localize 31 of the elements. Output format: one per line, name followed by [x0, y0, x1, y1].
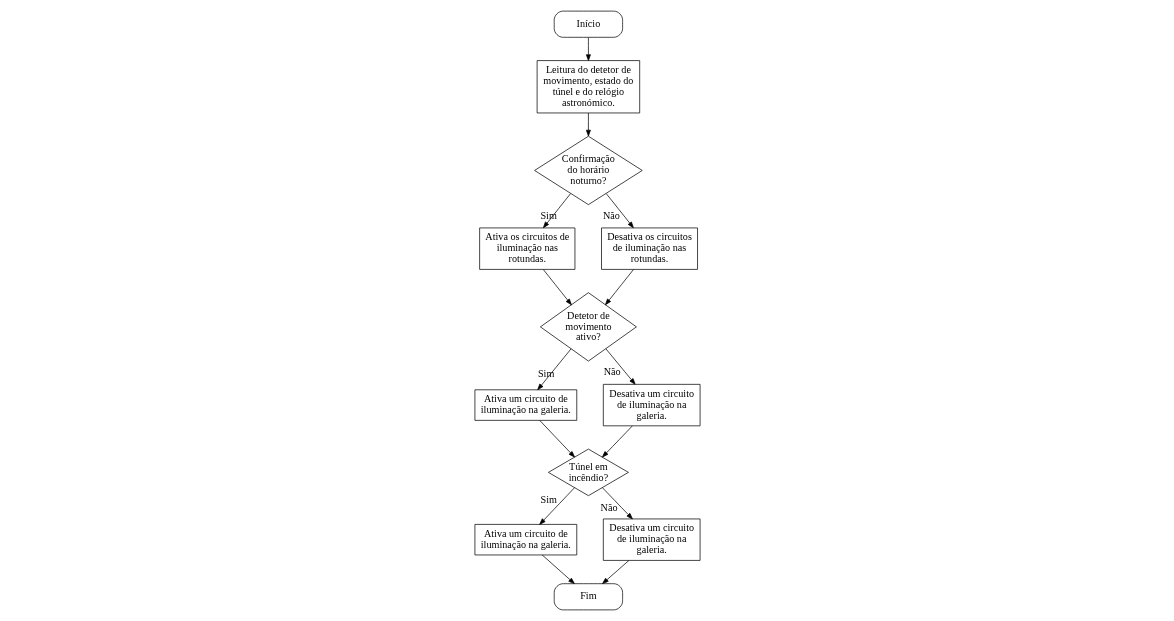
arrow	[541, 554, 575, 584]
node-box: Ativa um circuito de iluminação na galeria.	[474, 389, 577, 421]
edge-label: Não	[600, 502, 618, 514]
arrow	[538, 420, 575, 458]
arrow	[542, 193, 571, 229]
edge-label: Não	[603, 365, 621, 377]
arrow	[604, 269, 634, 306]
edge-label: Sim	[539, 209, 557, 221]
node-box: Leitura do detetor de movimento, estado do túnel e do relógio astronómico.	[536, 60, 640, 114]
node-box: Fim	[553, 583, 623, 611]
node-box: Desativa os circuitos de iluminação nas rotundas.	[600, 227, 698, 270]
node-box: Ativa um circuito de iluminação na galeria.	[474, 524, 577, 556]
node-box: Ativa os circuitos de iluminação nas rotundas.	[478, 227, 575, 270]
arrow	[601, 487, 633, 520]
arrow	[585, 37, 591, 61]
node-box: Desativa um circuito de iluminação na galeria.	[602, 518, 700, 561]
node-diamond: Confirmação do horário noturno?	[533, 135, 643, 205]
arrow	[536, 348, 571, 391]
arrow	[585, 112, 591, 137]
node-box: Desativa um circuito de iluminação na galeria.	[602, 384, 700, 427]
arrow	[601, 560, 629, 584]
edge-label: Sim	[537, 368, 554, 380]
node-box: Início	[553, 10, 623, 38]
edge-label: Sim	[540, 494, 557, 506]
arrow	[538, 487, 575, 525]
arrow	[605, 348, 636, 385]
edge-label: Não	[602, 209, 620, 221]
arrow	[601, 425, 633, 458]
node-diamond: Detetor de movimento ativo?	[539, 292, 637, 362]
arrow	[605, 193, 634, 229]
arrow	[542, 269, 572, 306]
